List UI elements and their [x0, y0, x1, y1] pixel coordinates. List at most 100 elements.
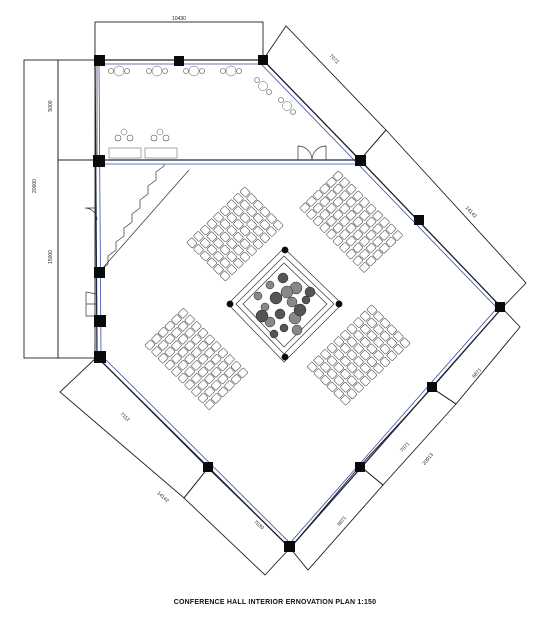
plant-shrub	[301, 295, 311, 305]
seat	[332, 170, 344, 182]
seat	[319, 209, 330, 220]
seat	[233, 232, 244, 243]
seat	[366, 230, 377, 241]
dim-frame-top-right-a	[262, 25, 387, 161]
plant-shrub	[291, 324, 303, 336]
column	[174, 56, 184, 66]
seat	[213, 238, 224, 249]
plan-caption: CONFERENCE HALL INTERIOR ERNOVATION PLAN…	[173, 599, 377, 606]
seat	[307, 361, 318, 373]
seat	[333, 349, 344, 360]
seat	[191, 334, 202, 345]
staircase	[100, 164, 165, 271]
dim-bottom-left-a: 7112	[119, 411, 131, 423]
seat	[353, 330, 364, 341]
seat	[399, 337, 411, 349]
seat	[253, 213, 264, 224]
seat	[246, 245, 257, 256]
seat	[193, 244, 204, 255]
seat	[360, 376, 371, 387]
seat	[313, 368, 324, 379]
door-double-top	[297, 145, 327, 161]
seat	[204, 386, 215, 397]
seat	[346, 362, 358, 373]
seat	[158, 353, 169, 364]
column	[94, 315, 106, 327]
seat	[239, 186, 251, 198]
seat	[352, 255, 363, 266]
plant-shrub	[286, 296, 298, 308]
seat	[366, 330, 377, 341]
column	[427, 382, 437, 392]
seat	[386, 337, 397, 348]
seat	[193, 231, 204, 242]
seat	[217, 347, 228, 359]
seat	[326, 216, 337, 227]
seat	[259, 232, 270, 243]
seat	[346, 236, 357, 247]
seat	[178, 347, 189, 358]
seat	[366, 369, 377, 380]
seat	[319, 183, 330, 194]
seat	[332, 196, 344, 207]
round-column	[335, 300, 343, 308]
seat	[204, 347, 215, 358]
column	[284, 541, 295, 552]
seat	[346, 323, 358, 334]
lounge-sofa	[108, 128, 142, 159]
seat	[380, 331, 391, 342]
seat	[158, 340, 169, 351]
plant-shrub	[279, 323, 289, 333]
seat	[233, 258, 244, 269]
lounge-sofa	[144, 128, 178, 159]
seat	[313, 189, 324, 201]
seat	[197, 366, 209, 378]
dim-left-upper: 5000	[48, 100, 54, 111]
seat	[213, 264, 224, 275]
seat	[233, 206, 244, 217]
inner-wall-line	[98, 63, 498, 544]
seat	[171, 340, 182, 351]
seat	[346, 223, 357, 234]
seat	[332, 183, 344, 195]
dim-frame-bottom-right-a	[431, 307, 521, 405]
seat	[359, 210, 370, 221]
seat	[191, 373, 202, 384]
seat	[372, 236, 383, 247]
seat	[360, 363, 371, 374]
column	[258, 55, 268, 65]
seat	[158, 327, 169, 338]
seat	[266, 226, 277, 237]
seat	[385, 236, 397, 248]
seat	[191, 347, 202, 358]
seat	[211, 367, 222, 378]
seat	[366, 317, 377, 328]
seat	[339, 242, 350, 253]
dim-bottom-right-d: 6871	[336, 515, 348, 528]
seat	[360, 311, 371, 322]
seat	[380, 356, 391, 368]
seat	[220, 257, 231, 268]
seat	[191, 386, 202, 397]
seat	[366, 242, 377, 254]
seat	[366, 343, 377, 354]
seat	[333, 375, 344, 386]
seat	[206, 231, 217, 242]
round-column	[226, 300, 234, 308]
seat	[326, 177, 337, 188]
dim-top-width: 10430	[172, 16, 186, 22]
seat	[379, 230, 390, 241]
seat	[186, 237, 198, 248]
seat	[313, 215, 324, 227]
plant-shrub	[269, 329, 279, 339]
seat	[213, 212, 224, 223]
seat	[231, 361, 242, 372]
seat	[353, 317, 364, 328]
seat	[385, 223, 397, 235]
plant-shrub	[304, 286, 316, 298]
seat	[197, 379, 209, 391]
seat	[239, 212, 251, 223]
seat	[352, 190, 363, 201]
seat	[253, 226, 264, 237]
seat	[224, 367, 235, 378]
